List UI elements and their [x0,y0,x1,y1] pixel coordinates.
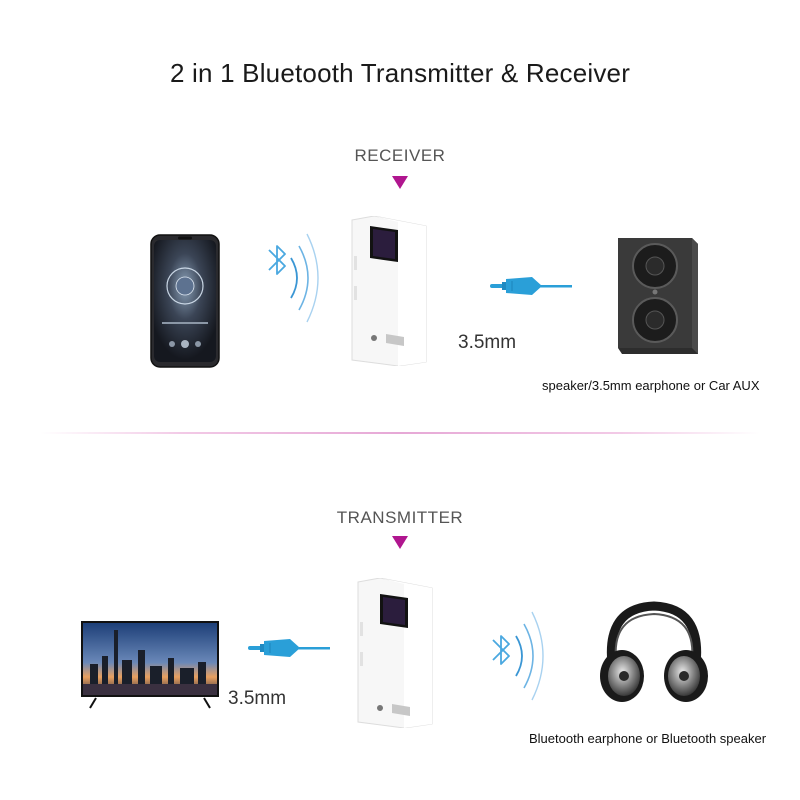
receiver-audio-cable-icon [490,277,572,295]
transmitter-device-image [357,578,433,728]
receiver-marker-triangle-down-icon [392,176,408,189]
headphones-image [600,601,708,702]
transmitter-bluetooth-icon [492,635,510,665]
transmitter-audio-cable-icon [248,639,330,657]
receiver-device-image [351,216,427,366]
receiver-bluetooth-icon [268,245,286,275]
page-title: 2 in 1 Bluetooth Transmitter & Receiver [169,58,631,88]
transmitter-output-caption: Bluetooth earphone or Bluetooth speaker [529,731,767,746]
tv-image [81,621,219,709]
receiver-label: RECEIVER [354,146,446,165]
transmitter-wireless-signal-icon [515,611,544,701]
transmitter-cable-length: 3.5mm [228,688,287,709]
smartphone-image [150,234,220,368]
section-divider [40,432,760,434]
receiver-wireless-signal-icon [290,233,319,323]
transmitter-label: TRANSMITTER [336,508,464,527]
speaker-image [618,238,698,354]
receiver-cable-length: 3.5mm [458,332,517,353]
transmitter-marker-triangle-down-icon [392,536,408,549]
receiver-output-caption: speaker/3.5mm earphone or Car AUX [542,378,760,393]
